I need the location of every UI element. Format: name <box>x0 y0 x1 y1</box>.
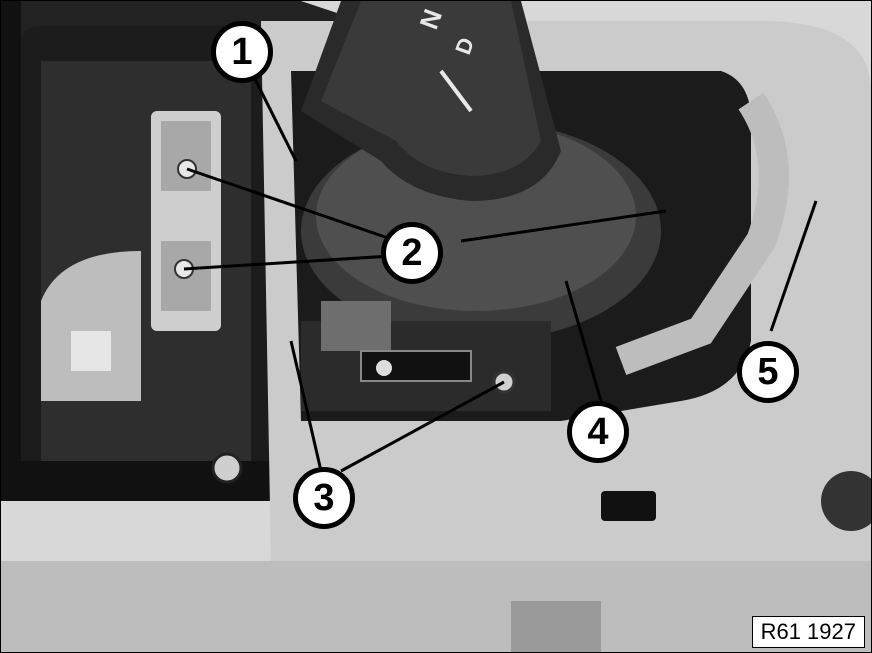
leader-3a <box>289 340 323 472</box>
knob-gate-line <box>439 69 473 113</box>
frame-screw <box>211 452 243 484</box>
leader-2a <box>186 167 392 241</box>
leader-4 <box>564 280 603 402</box>
slot-pin <box>376 360 392 376</box>
leader-2c <box>460 209 667 243</box>
leader-3b <box>340 380 505 473</box>
console-slot <box>601 491 656 521</box>
mechanism-block <box>321 301 391 351</box>
connector <box>71 331 111 371</box>
right-knob <box>821 471 871 531</box>
leader-2b <box>183 254 392 271</box>
leader-lines <box>183 70 818 473</box>
leader-1 <box>249 70 298 162</box>
lower-trim <box>1 561 871 652</box>
gear-knob-face <box>321 1 541 176</box>
left-panel-piece <box>41 251 141 401</box>
callout-1: 1 <box>211 21 273 83</box>
callout-5: 5 <box>737 341 799 403</box>
callout-3: 3 <box>293 467 355 529</box>
left-dark-edge <box>1 1 21 501</box>
leader-5 <box>769 200 818 332</box>
switch-upper <box>161 121 211 191</box>
right-trim-rim <box>615 92 789 376</box>
reference-code: R61 1927 <box>751 616 865 648</box>
callout-2: 2 <box>381 222 443 284</box>
callout-4: 4 <box>567 401 629 463</box>
lower-clip <box>511 601 601 652</box>
